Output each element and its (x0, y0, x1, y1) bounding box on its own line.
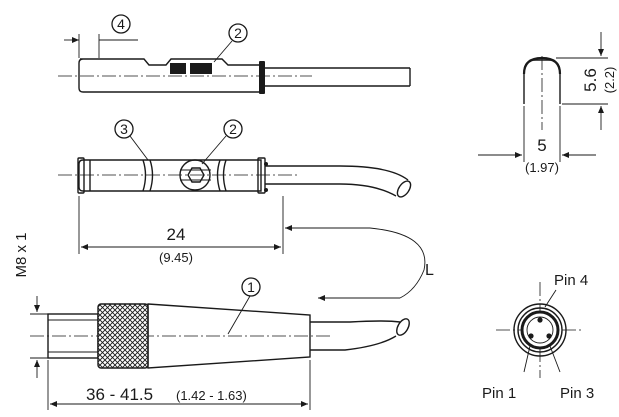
dim-24-inch-label: (9.45) (159, 250, 193, 265)
dim-plug-inch-label: (1.42 - 1.63) (176, 388, 247, 403)
dimension-plug-length (47, 360, 311, 410)
svg-text:2: 2 (234, 25, 242, 41)
dim-24-label: 24 (167, 225, 186, 244)
callout-4: 4 (111, 14, 131, 34)
width-label: 5 (537, 136, 546, 155)
sensor-side-view (58, 58, 411, 94)
dimension-thread (30, 296, 48, 378)
dim-plug-label: 36 - 41.5 (86, 385, 153, 404)
dimension-4 (64, 34, 138, 58)
callout-1: 1 (241, 277, 261, 297)
callout-2-top: 2 (213, 23, 248, 63)
svg-text:1: 1 (247, 279, 255, 295)
connector-side-view (30, 295, 410, 369)
callout-2-mid: 2 (201, 119, 243, 165)
sensor-end-view (478, 32, 608, 162)
pin-4-label: Pin 4 (554, 272, 588, 289)
pin-3-label: Pin 3 (560, 385, 594, 402)
cable-length-label: L (425, 262, 434, 279)
connector-pin-view (496, 282, 584, 378)
dimension-cable-length (285, 225, 426, 301)
thread-label: M8 x 1 (13, 232, 30, 277)
height-inch-label: (2.2) (602, 67, 617, 94)
svg-text:2: 2 (229, 121, 237, 137)
height-label: 5.6 (581, 68, 600, 92)
svg-text:3: 3 (120, 121, 128, 137)
sensor-top-view (58, 157, 412, 198)
svg-text:4: 4 (117, 16, 125, 32)
width-inch-label: (1.97) (525, 160, 559, 175)
pin-1-label: Pin 1 (482, 385, 516, 402)
callout-3: 3 (114, 119, 149, 161)
dimension-24 (78, 196, 284, 254)
